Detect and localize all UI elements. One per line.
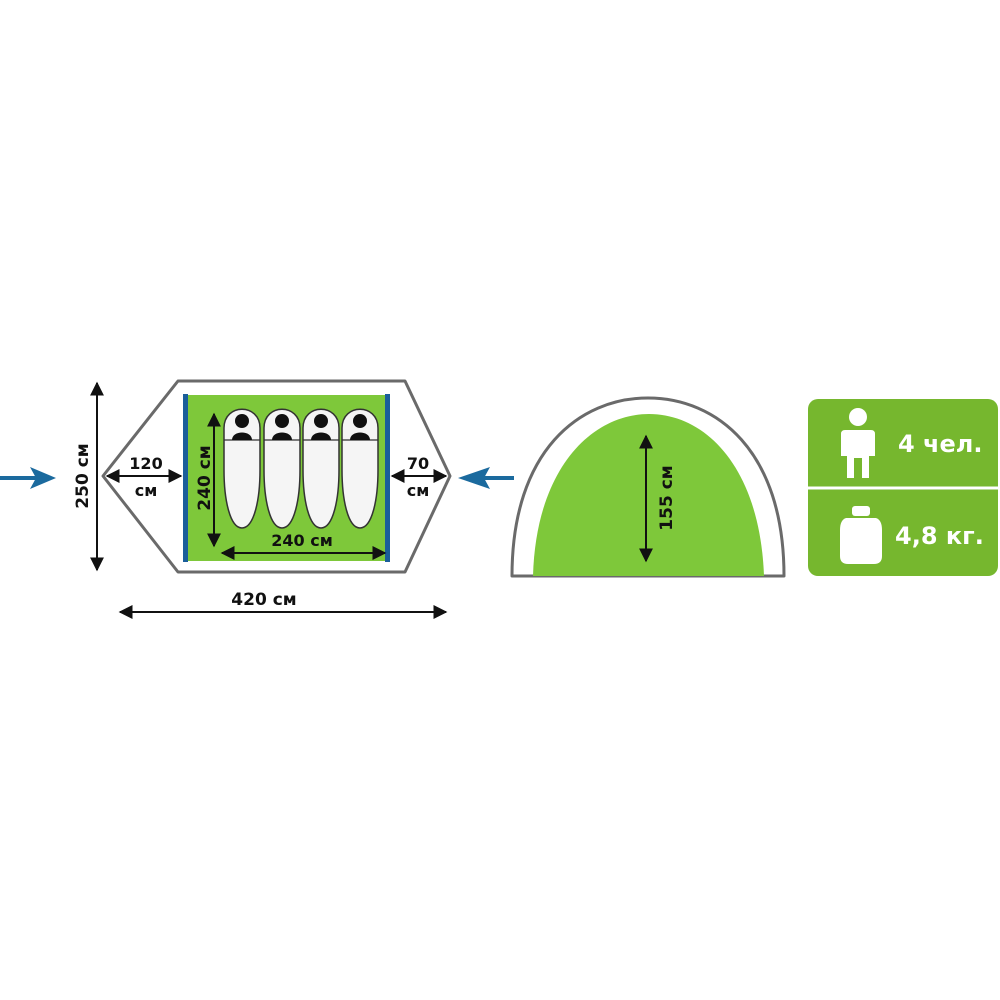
tent-height-label: 155 см: [657, 465, 677, 530]
left-vestibule-label-value: 120: [129, 454, 162, 473]
person-icon: [841, 408, 875, 478]
floor-plan: 240 см 240 см 120 см 70 см 250 см 420 см: [0, 379, 514, 619]
capacity-value: 4 чел.: [898, 430, 983, 458]
left-vestibule-label-unit: см: [135, 481, 158, 500]
inner-tent-left-wall: [183, 394, 188, 562]
inner-width-label: 240 см: [271, 531, 333, 550]
total-width-label: 420 см: [231, 590, 296, 610]
side-view: 155 см: [510, 396, 786, 578]
inner-depth-label: 240 см: [195, 445, 215, 510]
arrow-left-icon: [458, 467, 514, 489]
arrow-right-icon: [0, 467, 56, 489]
weight-icon: [840, 506, 882, 564]
weight-value: 4,8 кг.: [895, 522, 984, 550]
sleeping-bag: [302, 408, 340, 529]
specs-panel: 4 чел. 4,8 кг.: [808, 399, 998, 576]
sleeping-bag: [341, 408, 379, 529]
sleeping-bag: [263, 408, 301, 529]
sleeping-bags: [223, 408, 379, 529]
right-vestibule-label-unit: см: [407, 481, 430, 500]
right-vestibule-label-value: 70: [407, 454, 429, 473]
sleeping-bag: [223, 408, 261, 529]
total-depth-label: 250 см: [73, 443, 93, 508]
inner-tent-right-wall: [385, 394, 390, 562]
